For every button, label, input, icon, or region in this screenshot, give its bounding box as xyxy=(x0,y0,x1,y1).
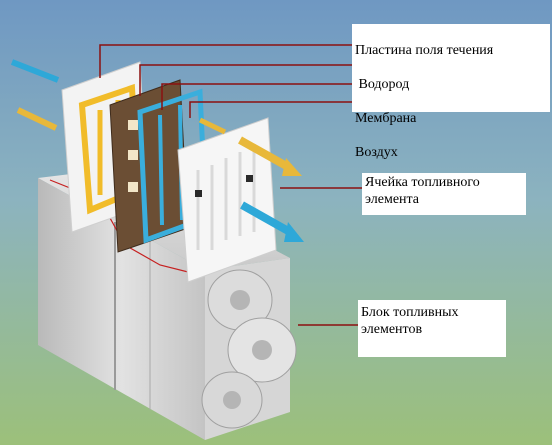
label-membrane: Мембрана xyxy=(355,111,417,126)
label-air: Воздух xyxy=(355,145,398,160)
label-hydrogen: Водород xyxy=(355,77,410,92)
gas-arrows xyxy=(10,59,304,242)
leader-membrane xyxy=(161,83,352,110)
air-outlet-arrow xyxy=(240,201,292,236)
leader-lines xyxy=(99,44,362,326)
components-label-box: Пластина поля течения Водород Мембрана В… xyxy=(352,24,550,160)
end-cap xyxy=(201,269,297,429)
label-fuel-cell: Ячейка топливного элемента xyxy=(362,173,526,215)
exploded-plates xyxy=(61,61,277,283)
air-inlet-arrow xyxy=(10,59,60,83)
label-fuel-cell-block: Блок топливных элементов xyxy=(358,300,506,357)
hydrogen-inlet-arrow xyxy=(16,107,58,131)
leader-hydrogen xyxy=(139,64,352,96)
hydrogen-outlet-arrow xyxy=(238,136,292,172)
label-flow-field-plate: Пластина поля течения xyxy=(355,43,494,58)
leader-air xyxy=(189,101,352,118)
leader-flow-plate xyxy=(99,44,352,78)
membrane xyxy=(109,79,189,253)
